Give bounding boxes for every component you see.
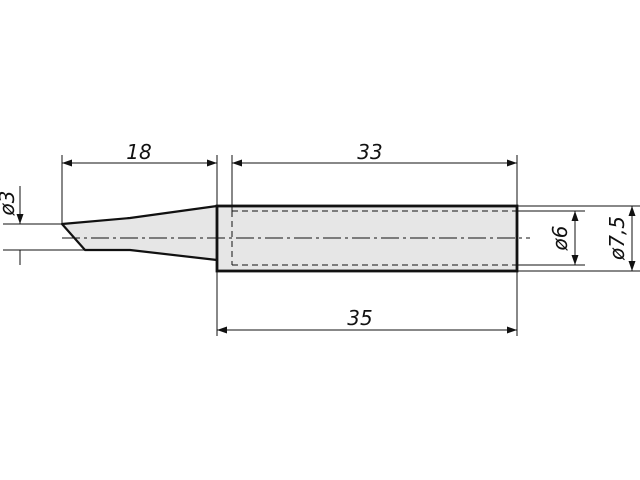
dimension-label-d7-5: ø7,5 bbox=[605, 216, 629, 261]
chisel-tip bbox=[60, 204, 219, 262]
dimension-label-d3: ø3 bbox=[0, 191, 19, 217]
dimension-sleeve-length: 33 bbox=[231, 140, 518, 211]
dimension-label-18: 18 bbox=[126, 140, 151, 164]
dimension-outer-diameter: ø7,5 bbox=[517, 205, 640, 272]
soldering-tip-part bbox=[60, 204, 530, 273]
dimension-tip-length: 18 bbox=[61, 140, 218, 224]
dimension-inner-diameter: ø6 bbox=[517, 210, 585, 266]
dimension-label-33: 33 bbox=[357, 140, 382, 164]
dimension-label-d6: ø6 bbox=[548, 226, 572, 252]
dimension-label-35: 35 bbox=[347, 306, 372, 330]
dimension-total-length: 35 bbox=[216, 271, 518, 336]
dimension-tip-diameter: ø3 bbox=[0, 186, 85, 265]
